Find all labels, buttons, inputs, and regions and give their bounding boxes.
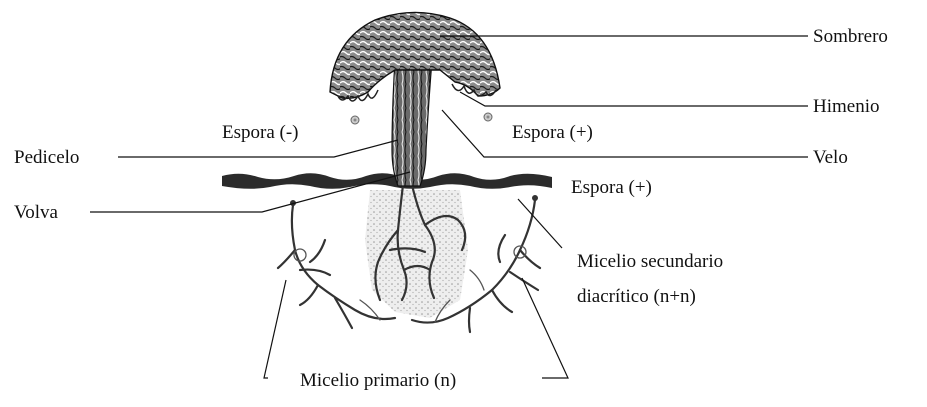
leader-velo: [442, 110, 808, 157]
label-himenio: Himenio: [813, 96, 880, 117]
label-espora-minus: Espora (-): [222, 122, 299, 143]
label-volva: Volva: [14, 202, 59, 223]
spore-right: [484, 113, 492, 121]
ground-surface: [222, 173, 552, 189]
label-pedicelo: Pedicelo: [14, 147, 79, 168]
leader-micelio-primario-left: [264, 280, 286, 378]
label-micelio-secundario-2: diacrítico (n+n): [577, 286, 696, 307]
label-micelio-secundario-1: Micelio secundario: [577, 251, 723, 272]
label-velo: Velo: [813, 147, 848, 168]
label-micelio-primario: Micelio primario (n): [300, 370, 456, 391]
spore-left: [351, 116, 359, 124]
leader-himenio: [460, 92, 808, 106]
mushroom-stem: [392, 60, 432, 186]
label-espora-plus-1: Espora (+): [512, 122, 593, 143]
label-sombrero: Sombrero: [813, 26, 888, 47]
leader-micelio-primario-right: [522, 278, 568, 378]
label-espora-plus-2: Espora (+): [571, 177, 652, 198]
